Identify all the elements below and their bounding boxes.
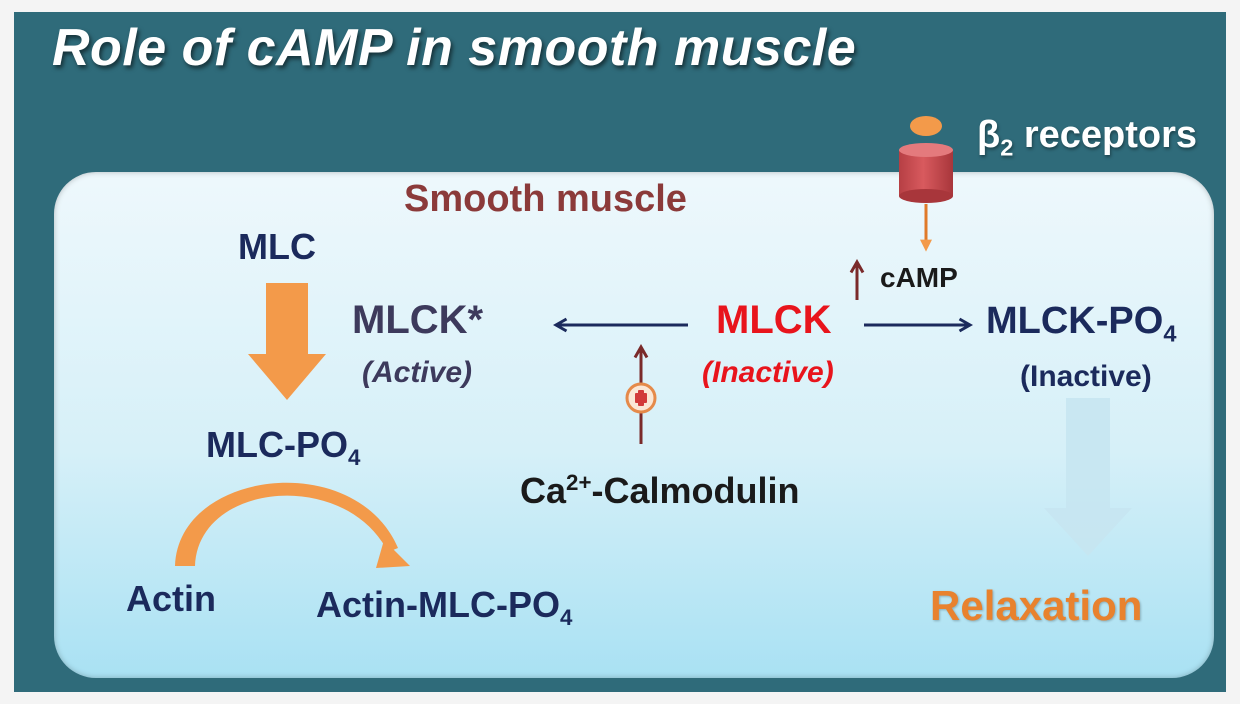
mlck-active-state: (Active) [362,356,473,389]
mlc-label: MLC [238,226,316,267]
beta2-receptor-icon [899,116,953,203]
relaxation-label: Relaxation [930,582,1143,629]
relaxation-down-arrow [1044,398,1132,556]
mlck-inactive-state: (Inactive) [702,356,834,389]
beta2-receptors-label: β2 receptors [977,114,1198,161]
smooth-muscle-panel [54,172,1214,678]
plus-circle-icon [625,382,657,414]
slide-title: Role of cAMP in smooth muscle [52,19,857,77]
ca-calmodulin-label: Ca2+-Calmodulin [520,470,800,511]
panel-heading: Smooth muscle [404,178,687,220]
mlc-down-arrow [248,283,326,400]
mlck-po4-state: (Inactive) [1020,360,1152,393]
camp-label: cAMP [880,262,958,293]
actin-label: Actin [126,578,216,619]
mlck-po4-label: MLCK-PO4 [986,300,1177,347]
mlck-active-label: MLCK* [352,298,484,342]
mlck-label: MLCK [716,298,832,342]
actin-mlc-po4-label: Actin-MLC-PO4 [316,584,573,631]
actin-curve-arrow [175,482,398,566]
mlc-po4-label: MLC-PO4 [206,424,361,471]
